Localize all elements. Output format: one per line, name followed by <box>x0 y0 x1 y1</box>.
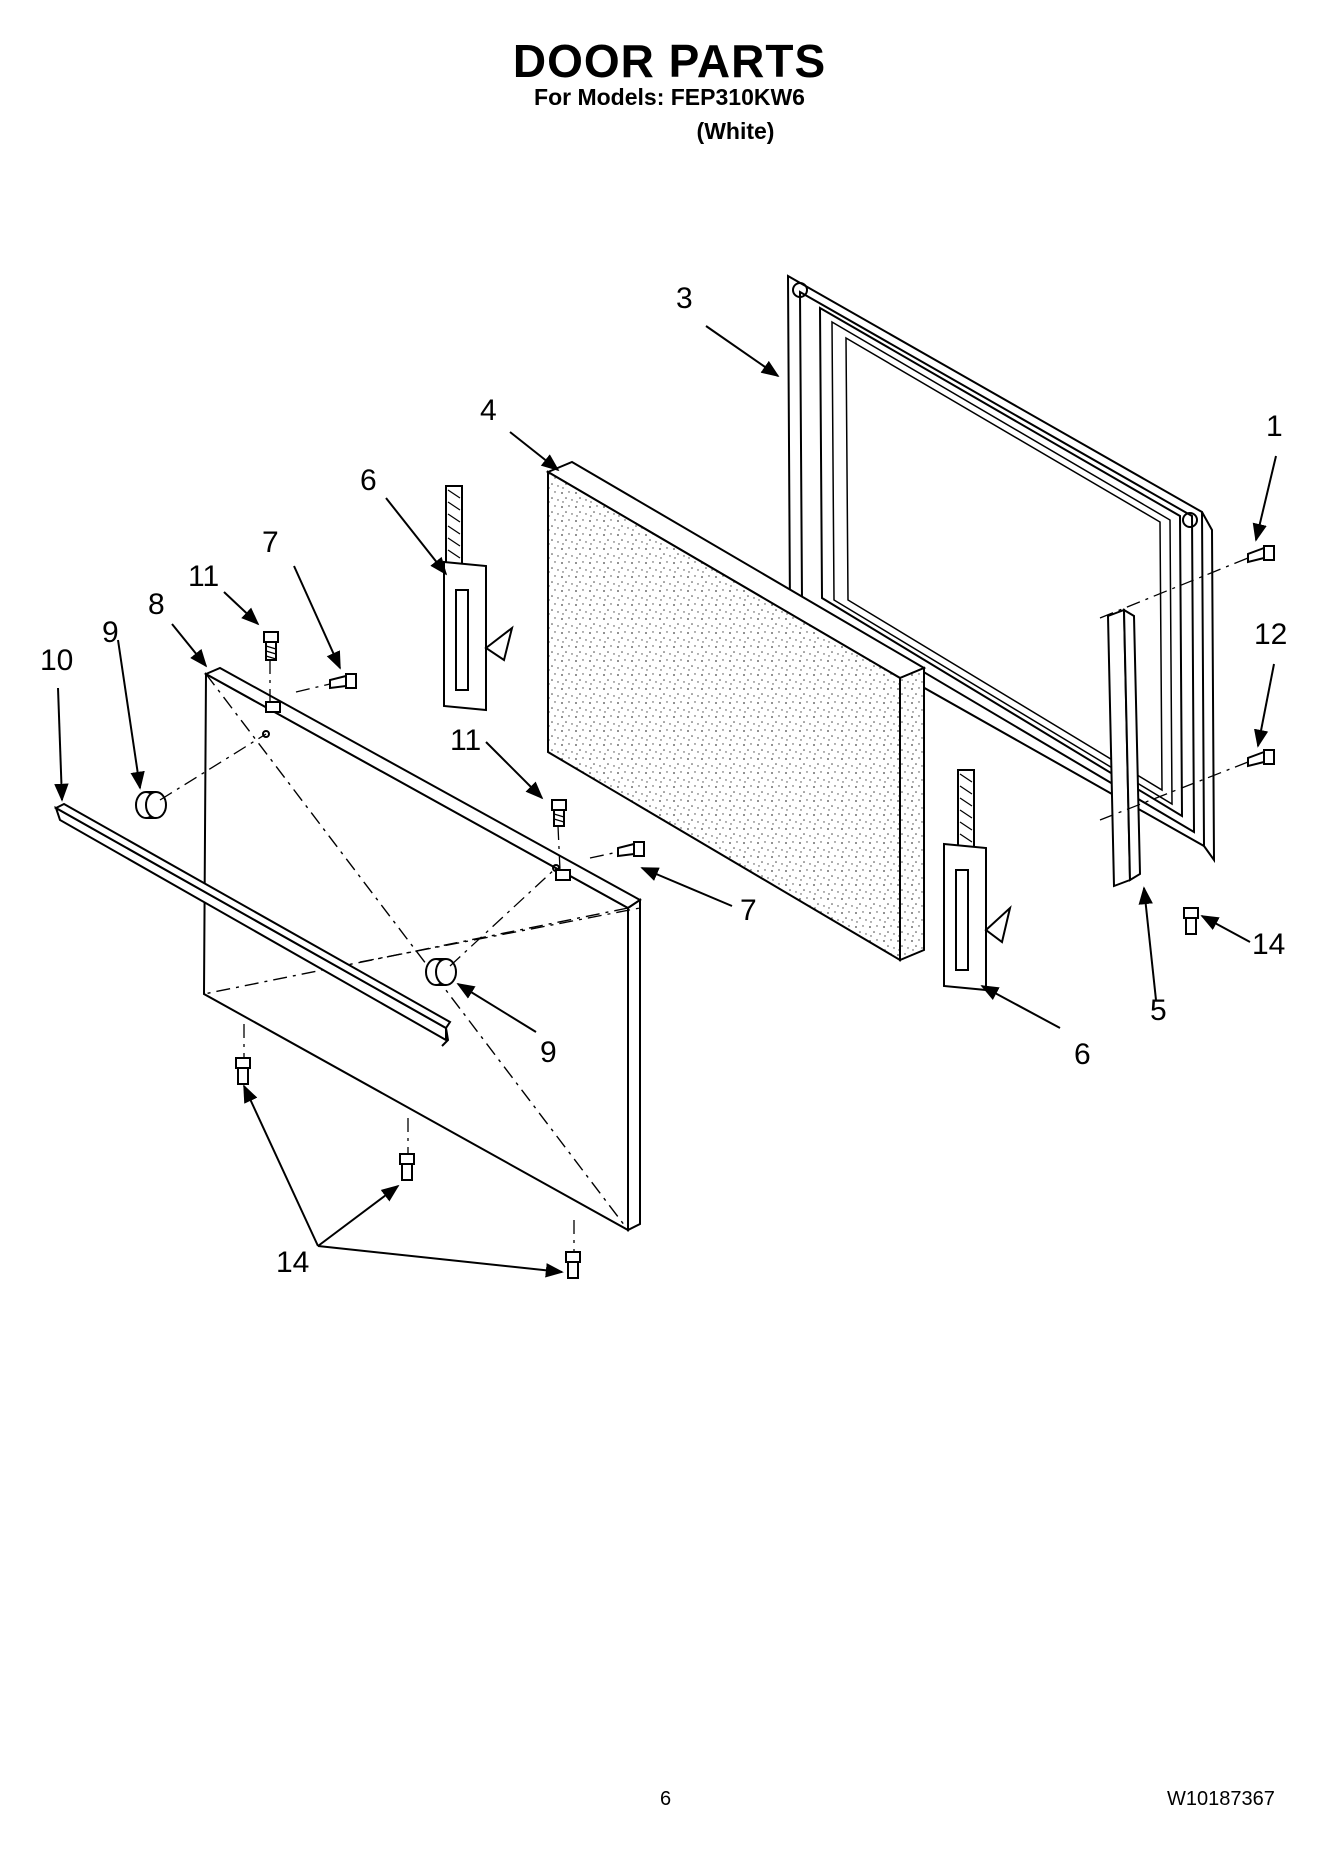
callout-6-right: 6 <box>1074 1038 1091 1071</box>
screw-7-top <box>329 673 357 690</box>
outer-door-panel <box>202 666 642 1232</box>
alignment-lines <box>159 557 1249 1252</box>
callout-12: 12 <box>1254 618 1287 651</box>
screw-14-bottom-left <box>235 1057 251 1085</box>
callout-8: 8 <box>148 588 165 621</box>
door-insulation <box>545 460 927 962</box>
callout-1: 1 <box>1266 410 1283 443</box>
screw-14-bottom-mid <box>399 1153 415 1181</box>
handle-spacer-right <box>425 958 457 986</box>
door-hinge-right <box>943 769 1012 992</box>
models-line: For Models: FEP310KW6 <box>534 84 805 110</box>
callout-3: 3 <box>676 282 693 315</box>
color-line: (White) <box>696 118 775 144</box>
door-handle <box>53 802 452 1047</box>
inner-door-liner <box>786 274 1216 864</box>
screw-11-mid <box>551 799 567 827</box>
screw-14-bottom-right <box>565 1251 581 1279</box>
document-number: W10187367 <box>1167 1788 1275 1810</box>
callout-14-bottom: 14 <box>276 1246 309 1279</box>
screw-12 <box>1247 749 1275 768</box>
callout-14-right: 14 <box>1252 928 1285 961</box>
callout-4: 4 <box>480 394 497 427</box>
screw-1 <box>1247 545 1275 564</box>
callout-7-top: 7 <box>262 526 279 559</box>
leader-arrows <box>54 325 1277 1278</box>
page-number: 6 <box>660 1788 672 1810</box>
door-side-trim <box>1106 608 1142 888</box>
callout-11-top: 11 <box>188 560 219 593</box>
door-hinge-left <box>443 485 514 712</box>
screw-7-mid <box>617 841 645 858</box>
screw-14-right <box>1183 907 1199 935</box>
callout-11-mid: 11 <box>450 724 481 757</box>
callout-10: 10 <box>40 644 73 677</box>
callout-9-left: 9 <box>102 616 119 649</box>
callout-7-mid: 7 <box>740 894 757 927</box>
page-title: DOOR PARTS <box>512 35 827 87</box>
callout-5: 5 <box>1150 994 1167 1027</box>
callout-9-right: 9 <box>540 1036 557 1069</box>
callout-6-left: 6 <box>360 464 377 497</box>
handle-spacer-left <box>135 791 167 819</box>
screw-11-top <box>263 631 279 661</box>
